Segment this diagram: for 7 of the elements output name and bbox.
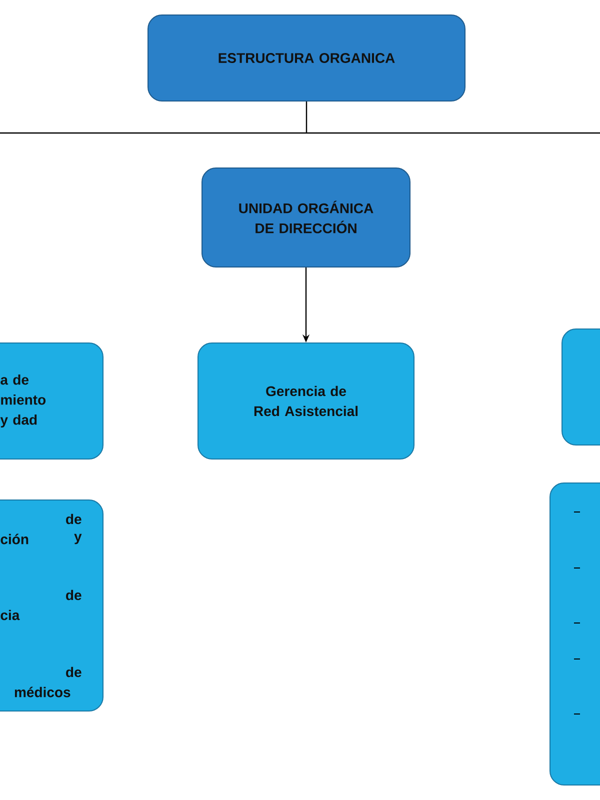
department-box: Gerencia de Red Asistencial — [198, 342, 414, 460]
connector-line — [0, 100, 600, 134]
department-box: a de miento y dad — [0, 342, 104, 460]
department-box: de ción y de cia de médicos — [0, 500, 104, 712]
department-box — [562, 328, 600, 446]
unit-box: UNIDAD ORGÁNICA DE DIRECCIÓN — [202, 168, 410, 268]
unit-box: ESTRUCTURA ORGANICA — [148, 14, 466, 102]
